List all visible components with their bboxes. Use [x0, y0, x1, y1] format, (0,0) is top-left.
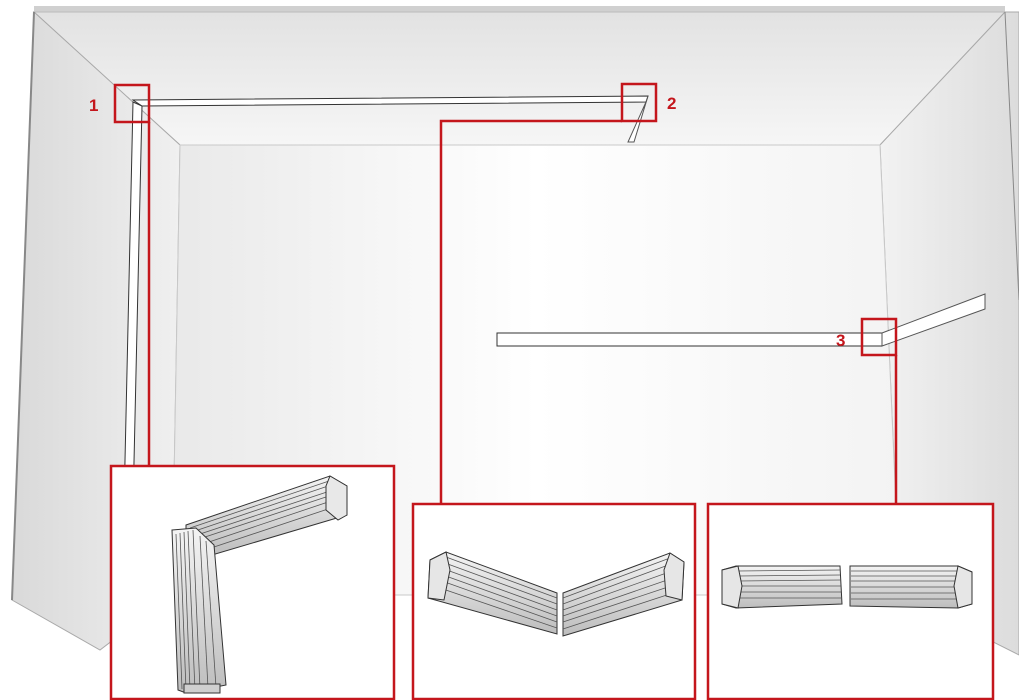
detail-panel-2: [411, 502, 697, 700]
callout-3: 3: [836, 317, 898, 505]
detail-3-right-grooves: [851, 570, 958, 600]
callout-1-marker: [113, 83, 151, 124]
right-wall-profile-run: [881, 293, 986, 347]
detail-2-right-grooves: [562, 557, 677, 630]
room: [11, 6, 1019, 656]
detail-1-vertical-grooves: [175, 529, 217, 691]
detail-1-horizontal-end-cap: [325, 475, 348, 521]
right-wall-outer-edge: [1004, 11, 1019, 301]
callout-3-marker: [860, 317, 898, 357]
detail-panel-3: [706, 502, 995, 700]
callout-2-number: 2: [667, 94, 676, 113]
detail-panel-1: [109, 464, 396, 700]
ceiling-profile-angled-end: [627, 95, 649, 143]
detail-3-left-grooves: [737, 569, 842, 599]
detail-3-right-end-cap: [953, 565, 973, 609]
callout-1: 1: [89, 83, 151, 467]
ceiling-front-edge: [34, 6, 1005, 12]
detail-2-left-grooves: [439, 556, 558, 629]
detail-panel-1-frame: [109, 464, 396, 700]
detail-1-vertical-end-cap: [183, 683, 221, 694]
detail-2-left-end-cap: [427, 551, 451, 601]
detail-1-horizontal-grooves: [189, 479, 344, 551]
detail-3-left-end-cap: [721, 565, 743, 609]
detail-2-right-end-cap: [663, 552, 685, 601]
callout-3-number: 3: [836, 331, 845, 350]
callout-2-leader: [439, 119, 622, 505]
callout-1-number: 1: [89, 96, 98, 115]
left-wall-outer-edge: [11, 11, 35, 601]
ceiling: [32, 11, 1007, 146]
callout-2: 2: [439, 82, 676, 505]
back-wall-profile-run: [496, 332, 883, 347]
callout-2-marker: [620, 82, 658, 123]
